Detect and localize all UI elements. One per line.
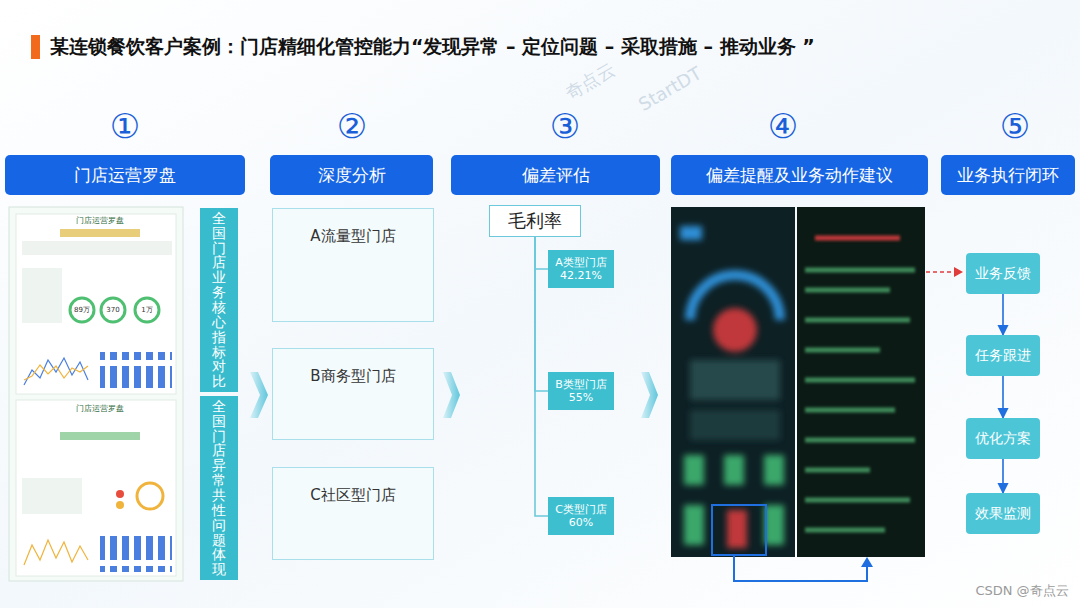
node-text: C社区型门店: [310, 486, 395, 504]
step-header: 业务执行闭环: [941, 155, 1075, 195]
node-text: 深度分析: [318, 165, 386, 185]
loop-step-box: 任务跟进: [966, 335, 1040, 376]
loop-step-box: 优化方案: [966, 418, 1040, 459]
store-type-box: B商务型门店: [272, 348, 434, 440]
chevron: [250, 372, 268, 418]
node-text: 55%: [569, 391, 593, 404]
store-type-box: A流量型门店: [272, 208, 434, 322]
title-bar: [31, 35, 40, 59]
node-text: 业务执行闭环: [957, 165, 1059, 185]
node-text: 60%: [569, 516, 593, 529]
node-text: B商务型门店: [310, 367, 395, 385]
step-header: 偏差评估: [451, 155, 660, 195]
dashboard-screenshot: [9, 207, 183, 581]
loop-step-box: 业务反馈: [966, 253, 1040, 294]
callout-number: ②: [332, 106, 372, 147]
margin-box: B类型门店55%: [548, 372, 614, 410]
connector: [1002, 294, 1004, 335]
connector: [1002, 376, 1004, 418]
step-header: 偏差提醒及业务动作建议: [671, 155, 928, 195]
metric-box: 毛利率: [489, 205, 581, 237]
node-text: 42.21%: [560, 269, 602, 282]
node-text: 全国门店业务核心指标对比: [212, 211, 226, 389]
node-text: B类型门店: [555, 378, 607, 391]
screenshot-text: 370: [97, 306, 129, 314]
chevron: [641, 372, 658, 418]
step-header: 门店运营罗盘: [5, 155, 245, 195]
node-text: 毛利率: [508, 210, 562, 232]
phone-screenshot: [671, 207, 963, 581]
connector: [535, 237, 548, 269]
loop-step-box: 效果监测: [966, 493, 1040, 534]
node-text: C类型门店: [555, 503, 607, 516]
margin-box: A类型门店42.21%: [548, 250, 614, 288]
callout-number: ⑤: [995, 106, 1035, 147]
step-header: 深度分析: [270, 155, 433, 195]
connector: [535, 237, 548, 391]
source-note: CSDN @奇点云: [972, 583, 1072, 599]
connector: [535, 237, 548, 516]
title: 某连锁餐饮客户案例：门店精细化管控能力“发现异常 – 定位问题 – 采取措施 –…: [50, 34, 815, 60]
callout-number: ③: [545, 106, 585, 147]
node-text: 效果监测: [975, 505, 1031, 522]
node-text: 全国门店异常共性问题体现: [212, 399, 226, 577]
node-text: 偏差提醒及业务动作建议: [706, 165, 893, 185]
vertical-band: 全国门店业务核心指标对比: [200, 208, 238, 392]
screenshot-text: 门店运营罗盘: [60, 216, 140, 226]
vertical-band: 全国门店异常共性问题体现: [200, 396, 238, 580]
chevron: [443, 372, 460, 418]
store-type-box: C社区型门店: [272, 467, 434, 560]
connector: [1002, 459, 1004, 493]
callout-number: ①: [105, 106, 145, 147]
node-text: 任务跟进: [975, 347, 1031, 364]
screenshot-text: 89万: [66, 306, 98, 314]
callout-number: ④: [763, 106, 803, 147]
node-text: 偏差评估: [522, 165, 590, 185]
screenshot-text: 门店运营罗盘: [60, 404, 140, 414]
node-text: 业务反馈: [975, 265, 1031, 282]
node-text: A流量型门店: [310, 227, 395, 245]
margin-box: C类型门店60%: [548, 497, 614, 535]
node-text: 门店运营罗盘: [74, 165, 176, 185]
screenshot-text: 1万: [131, 306, 163, 314]
node-text: A类型门店: [555, 256, 607, 269]
node-text: 优化方案: [975, 430, 1031, 447]
